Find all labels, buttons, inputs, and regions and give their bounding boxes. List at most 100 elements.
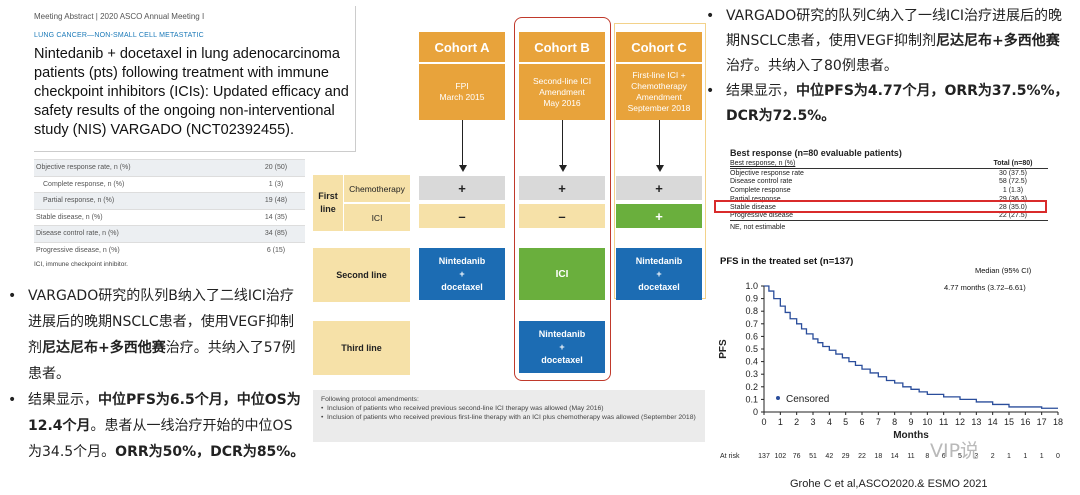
x-tick-label: 17: [1037, 417, 1047, 427]
category-label: LUNG CANCER—NON-SMALL CELL METASTATIC: [34, 32, 204, 39]
at-risk-count: 42: [825, 453, 833, 460]
at-risk-count: 22: [858, 453, 866, 460]
chemo-symbol: +: [519, 176, 605, 200]
at-risk-count: 137: [758, 453, 770, 460]
y-tick-label: 0.1: [745, 394, 758, 404]
km-chart-title: PFS in the treated set (n=137): [720, 256, 854, 267]
chemotherapy-label: Chemotherapy: [344, 175, 410, 202]
third-line-label: Third line: [313, 321, 410, 375]
x-tick-label: 0: [761, 417, 766, 427]
arrow-down-icon: [458, 165, 467, 172]
x-tick-label: 3: [810, 417, 815, 427]
ici-symbol: +: [616, 204, 702, 228]
y-axis-label: PFS: [718, 339, 729, 359]
x-tick-label: 9: [908, 417, 913, 427]
second-line-treatment-box: Nintedanib + docetaxel: [419, 248, 505, 300]
x-tick-label: 2: [794, 417, 799, 427]
at-risk-count: 2: [991, 453, 995, 460]
chemo-symbol: +: [419, 176, 505, 200]
y-tick-label: 0: [753, 407, 758, 417]
ici-symbol: –: [419, 204, 505, 228]
at-risk-count: 18: [874, 453, 882, 460]
arrow-line: [462, 120, 463, 166]
list-item: VARGADO研究的队列C纳入了一线ICI治疗进展后的晚期NSCLC患者，使用V…: [704, 4, 1072, 79]
at-risk-count: 51: [809, 453, 817, 460]
at-risk-count: 1: [1040, 453, 1044, 460]
second-line-ici-box: ICI: [519, 248, 605, 300]
watermark-logo: VIP说: [930, 440, 980, 462]
y-tick-label: 0.7: [745, 319, 758, 329]
at-risk-count: 29: [842, 453, 850, 460]
abstract-header: Meeting Abstract | 2020 ASCO Annual Meet…: [34, 6, 356, 152]
at-risk-count: 8: [925, 453, 929, 460]
list-item: 结果显示，中位PFS为4.77个月，ORR为37.5%%，DCR为72.5%。: [704, 79, 1072, 129]
x-tick-label: 8: [892, 417, 897, 427]
second-line-treatment-box: Nintedanib + docetaxel: [616, 248, 702, 300]
list-item: VARGADO研究的队列B纳入了二线ICI治疗进展后的晚期NSCLC患者，使用V…: [6, 283, 306, 387]
table-row: Progressive disease, n (%)6 (15): [34, 241, 305, 259]
at-risk-count: 11: [907, 453, 914, 460]
legend-label: Censored: [786, 394, 829, 405]
table-row: Disease control rate, n (%)34 (85): [34, 225, 305, 242]
y-tick-label: 0.3: [745, 369, 758, 379]
y-tick-label: 0.2: [745, 382, 758, 392]
cohort-milestone: Second-line ICI Amendment May 2016: [519, 64, 605, 120]
table-row: Complete response, n (%)1 (3): [34, 175, 305, 193]
x-tick-label: 14: [988, 417, 998, 427]
median-label: Median (95% CI): [975, 266, 1032, 275]
at-risk-label: At risk: [720, 453, 740, 460]
y-tick-label: 0.5: [745, 344, 758, 354]
at-risk-count: 3: [974, 453, 978, 460]
at-risk-count: 102: [774, 453, 786, 460]
best-response-table: Best response (n=80 evaluable patients) …: [730, 148, 1048, 231]
at-risk-count: 14: [891, 453, 899, 460]
at-risk-count: 1: [1023, 453, 1027, 460]
y-tick-label: 1.0: [745, 281, 758, 291]
cohort-header: Cohort A: [419, 32, 505, 62]
ici-label: ICI: [344, 204, 410, 231]
at-risk-count: 0: [1056, 453, 1060, 460]
cohort-header: Cohort C: [616, 32, 702, 62]
x-tick-label: 1: [778, 417, 783, 427]
list-item: Inclusion of patients who received previ…: [321, 404, 697, 413]
table-header: Best response, n (%)Total (n=80): [730, 160, 1048, 169]
arrow-line: [659, 120, 660, 166]
cohort-c-summary: VARGADO研究的队列C纳入了一线ICI治疗进展后的晚期NSCLC患者，使用V…: [704, 4, 1072, 129]
protocol-amendments: Following protocol amendments: Inclusion…: [313, 390, 705, 442]
x-tick-label: 15: [1004, 417, 1014, 427]
arrow-down-icon: [655, 165, 664, 172]
x-tick-label: 4: [827, 417, 832, 427]
median-value: 4.77 months (3.72–6.61): [944, 283, 1026, 292]
y-tick-label: 0.6: [745, 331, 758, 341]
censored-marker: [776, 396, 780, 400]
at-risk-count: 1: [1007, 453, 1011, 460]
x-tick-label: 12: [955, 417, 965, 427]
partial-response-highlight: [714, 200, 1047, 213]
citation: Grohe C et al,ASCO2020.& ESMO 2021: [790, 478, 988, 490]
cohort-milestone: FPI March 2015: [419, 64, 505, 120]
ne-note: NE, not estimable: [730, 223, 786, 231]
meeting-label: Meeting Abstract | 2020 ASCO Annual Meet…: [34, 12, 205, 21]
x-tick-label: 10: [922, 417, 932, 427]
x-tick-label: 6: [859, 417, 864, 427]
ici-symbol: –: [519, 204, 605, 228]
y-tick-label: 0.9: [745, 294, 758, 304]
x-tick-label: 11: [939, 417, 948, 427]
x-tick-label: 5: [843, 417, 848, 427]
km-curve: [764, 285, 1058, 409]
cohort-b-highlight-frame: [514, 17, 611, 381]
table-row: Stable disease, n (%)14 (35): [34, 208, 305, 226]
cohort-header: Cohort B: [519, 32, 605, 62]
third-line-treatment-box: Nintedanib + docetaxel: [519, 321, 605, 373]
table-row: Objective response rate, n (%)20 (50): [34, 159, 305, 176]
abstract-title: Nintedanib + docetaxel in lung adenocarc…: [34, 46, 349, 138]
at-risk-count: 6: [942, 453, 946, 460]
arrow-down-icon: [558, 165, 567, 172]
